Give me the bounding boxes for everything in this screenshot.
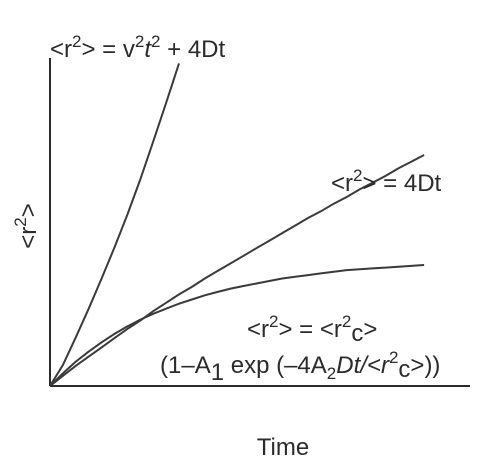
annotation-confined-l2sub3: c <box>398 356 410 383</box>
annotation-confined-l2c: Dt/<r <box>336 352 390 379</box>
annotation-confined-l2a: (1–A <box>160 352 211 379</box>
x-axis-label: Time <box>257 434 309 461</box>
annotation-diffusive-sup: 2 <box>353 166 362 185</box>
annotation-confined-c: > <box>363 316 377 343</box>
annotation-ballistic-sup2: 2 <box>135 32 144 51</box>
annotation-confined-l2b: exp (–4A <box>224 352 327 379</box>
annotation-confined-b: > = <r <box>278 316 341 343</box>
annotation-confined-l2d: >)) <box>410 352 440 379</box>
annotation-ballistic-rhs: > = v <box>81 36 134 63</box>
annotation-confined-l2sub2: 2 <box>327 364 336 383</box>
annotation-ballistic-tail: + 4Dt <box>160 36 225 63</box>
annotation-diffusive-rhs: > = 4Dt <box>362 170 441 197</box>
y-axis-label-post: > <box>15 203 42 217</box>
series-line-1 <box>49 63 180 387</box>
y-axis-label-sup: 2 <box>11 217 30 226</box>
series-line-3 <box>49 264 425 387</box>
annotation-confined-line1: <r2> = <r2c> <box>247 312 377 347</box>
annotation-confined-a: <r <box>247 316 269 343</box>
annotation-confined-sup2: 2 <box>342 312 351 331</box>
axes <box>49 58 470 387</box>
annotation-ballistic-t: t <box>144 36 152 63</box>
annotation-confined-line2: (1–A1 exp (–4A2Dt/<r2c>)) <box>160 348 440 386</box>
y-axis-label-pre: <r <box>15 227 42 249</box>
annotation-ballistic: <r2> = v2t2 + 4Dt <box>50 32 226 63</box>
annotation-diffusive-lhs: <r <box>331 170 353 197</box>
annotation-confined-sup1: 2 <box>269 312 278 331</box>
annotation-ballistic-sup3: 2 <box>151 32 160 51</box>
annotation-confined-sub: c <box>351 320 363 347</box>
curves <box>49 63 425 387</box>
y-axis-label: <r2> <box>11 203 42 249</box>
annotation-confined-l2sub1: 1 <box>211 359 224 386</box>
annotation-confined-l2sup: 2 <box>389 348 398 367</box>
annotation-ballistic-sup: 2 <box>72 32 81 51</box>
series-line-2 <box>49 154 425 387</box>
annotation-ballistic-lhs: <r <box>50 36 72 63</box>
annotation-diffusive: <r2> = 4Dt <box>331 166 442 197</box>
